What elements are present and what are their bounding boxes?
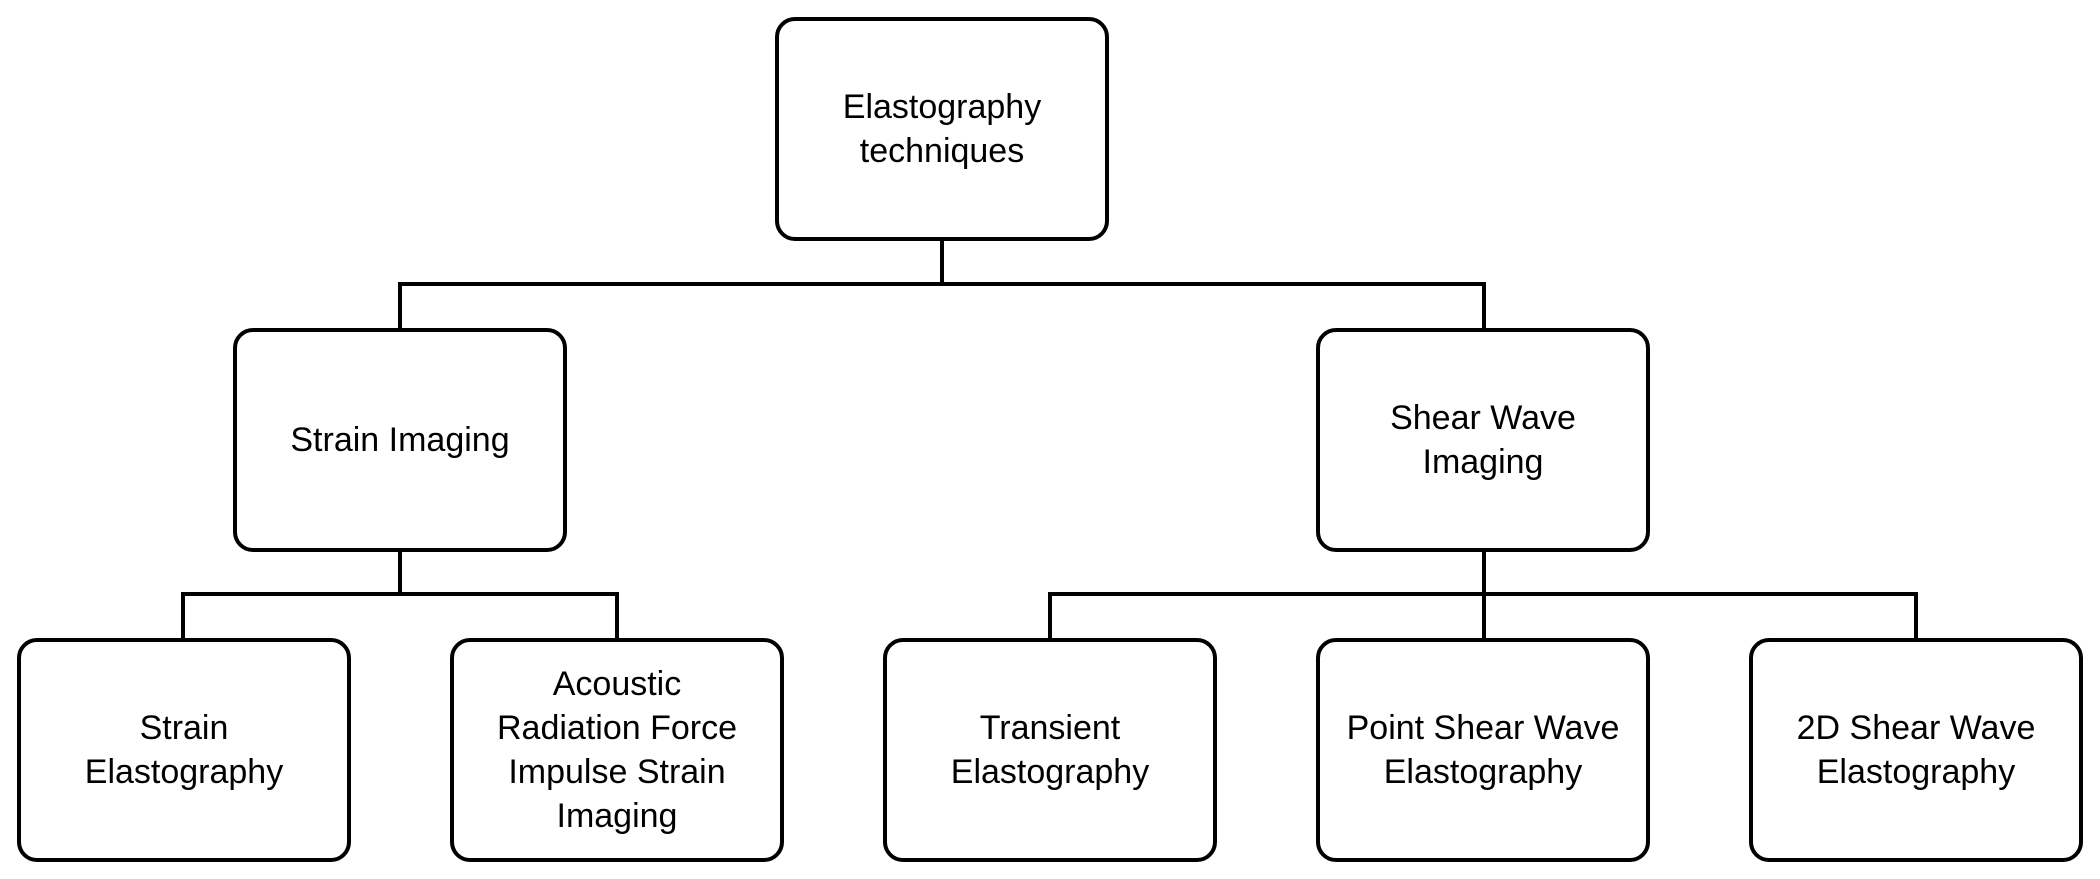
node-arfi-strain-imaging: Acoustic Radiation Force Impulse Strain … [450,638,784,862]
node-strain-imaging: Strain Imaging [233,328,567,552]
node-label: Elastography techniques [842,88,1042,170]
node-elastography-techniques: Elastography techniques [775,17,1109,241]
node-shear-wave-imaging: Shear Wave Imaging [1316,328,1650,552]
connector-root-to-level1 [398,239,1486,330]
node-label: Strain Elastography [84,709,284,791]
node-label: Transient Elastography [950,709,1150,791]
node-strain-elastography: Strain Elastography [17,638,351,862]
node-label: 2D Shear Wave Elastography [1796,709,2036,791]
node-label: Point Shear Wave Elastography [1346,709,1620,791]
connector-shear-to-children [1048,550,1918,640]
connector-strain-to-children [181,550,619,640]
node-label: Acoustic Radiation Force Impulse Strain … [496,665,737,835]
node-label: Shear Wave Imaging [1390,399,1576,481]
node-point-shear-wave-elastography: Point Shear Wave Elastography [1316,638,1650,862]
node-transient-elastography: Transient Elastography [883,638,1217,862]
node-label: Strain Imaging [290,421,510,459]
node-2d-shear-wave-elastography: 2D Shear Wave Elastography [1749,638,2083,862]
